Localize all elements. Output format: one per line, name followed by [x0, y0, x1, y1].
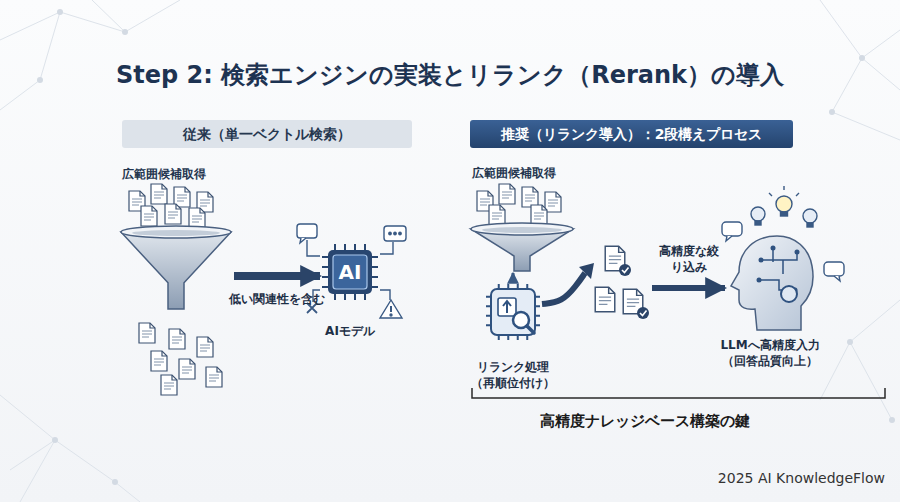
funnel-part: [121, 226, 231, 238]
rerank-chip-part: [486, 284, 540, 340]
flow-arrow: [542, 273, 725, 304]
diagram-title: Step 2: 検索エンジンの実装とリランク（Rerank）の導入: [0, 58, 900, 92]
document-icon: [141, 206, 157, 226]
document-icon: [595, 287, 615, 311]
funnel-outline: [470, 222, 574, 272]
document-icon: [522, 187, 538, 207]
document-icon: [161, 375, 177, 395]
node-caption: リランク処理 （再順位付け）: [462, 360, 564, 391]
flow-arrow: [234, 272, 320, 280]
document-spill: [139, 323, 222, 395]
llm-head: LLMへ高精度入力 （回答品質向上）: [725, 232, 815, 332]
document-icon: [189, 208, 205, 228]
stage-heading: 広範囲候補取得: [122, 167, 262, 183]
document-icon: [165, 204, 181, 224]
funnel-part: [132, 230, 220, 236]
node-caption: LLMへ高精度入力 （回答品質向上）: [700, 338, 840, 369]
rerank-chip-part: [527, 326, 534, 333]
flow-arrow: [512, 273, 515, 282]
funnel-part: [471, 223, 573, 235]
panel-heading: 推奨（リランク導入）：2段構えプロセス: [470, 120, 793, 148]
chip-label: AI: [320, 258, 380, 286]
rerank-chip-part: [486, 284, 540, 340]
node-caption: AIモデル: [290, 324, 410, 340]
header-band: 推奨（リランク導入）：2段構えプロセス: [470, 120, 793, 148]
document-icon: [151, 184, 167, 204]
stage-heading: 広範囲候補取得: [472, 166, 612, 182]
document-icon: [206, 367, 222, 387]
document-stack: [129, 184, 213, 228]
funnel-part: [121, 232, 231, 309]
rerank-chip-part: [498, 298, 516, 316]
funnel: 広範囲候補取得: [470, 222, 574, 272]
document-icon: [531, 205, 547, 225]
panel-heading: 従来（単一ベクトル検索）: [122, 120, 412, 148]
document-icon: [545, 192, 561, 212]
funnel: 広範囲候補取得: [120, 225, 232, 310]
funnel-outline: [120, 225, 232, 310]
document-icon: [169, 329, 185, 349]
rerank-chip-part: [486, 284, 540, 340]
rerank-chip: リランク処理 （再順位付け）: [484, 282, 542, 342]
ai-circuit-icons: [297, 224, 406, 318]
document-icon: [151, 351, 167, 371]
funnel-part: [482, 227, 562, 233]
llm-head-outline: [725, 232, 815, 332]
llm-head-part: [759, 258, 764, 263]
llm-head-part: [757, 278, 762, 283]
document-icon: [139, 323, 155, 343]
key-note: 高精度ナレッジベース構築の鍵: [445, 412, 845, 432]
header-band: 従来（単一ベクトル検索）: [122, 120, 412, 148]
network-node: [37, 9, 895, 485]
document-icon: [179, 359, 195, 379]
document-icon: [499, 184, 515, 204]
footer-credit: 2025 AI KnowledgeFlow: [690, 469, 885, 487]
rerank-chip-part: [491, 289, 535, 335]
llm-head-part: [759, 248, 797, 290]
llm-head-part: [795, 250, 800, 255]
document-icon: [489, 205, 505, 225]
edge-label: 高精度な絞り込み: [659, 244, 719, 275]
document-icon: [197, 337, 213, 357]
llm-head-part: [781, 286, 797, 302]
ai-chip: AIAIモデル: [320, 242, 380, 302]
llm-head-part: [731, 236, 813, 330]
rerank-chip-outline: [484, 282, 542, 342]
rerank-chip-part: [486, 284, 540, 340]
rerank-chip-part: [503, 301, 511, 313]
document-stack: [477, 184, 561, 225]
llm-head-part: [771, 246, 776, 251]
edge-label: 低い関連性を含む: [217, 292, 337, 308]
curve-arrowhead: [579, 263, 594, 279]
filtered-documents: [595, 246, 649, 319]
